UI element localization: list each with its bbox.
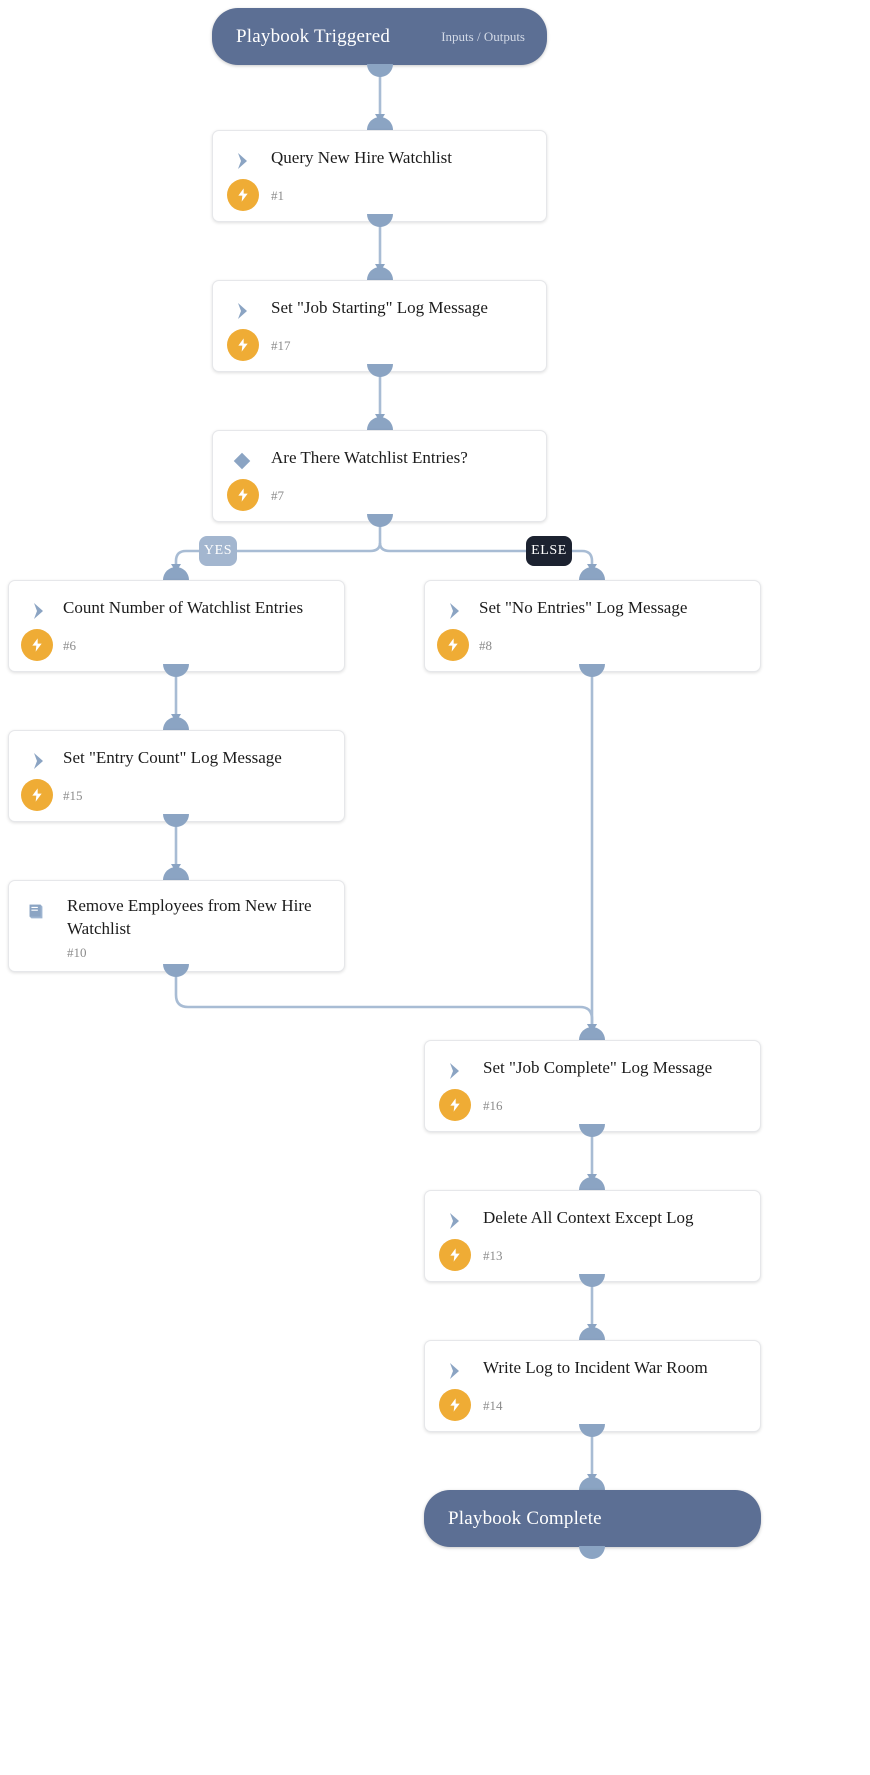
node-set-no-entries-log-message[interactable]: Set "No Entries" Log Message #8 [424,580,761,672]
branch-else-text: ELSE [531,543,567,558]
chevron-right-icon [443,1209,467,1233]
node-number: #6 [63,638,76,653]
node-title: Are There Watchlist Entries? [271,448,468,467]
node-title: Set "Job Complete" Log Message [483,1058,713,1077]
connector-nub [579,567,605,580]
connector-nub [579,1546,605,1559]
node-remove-employees-from-new-hire-watchlist[interactable]: Remove Employees from New Hire Watchlist… [8,880,345,972]
node-number: #13 [483,1248,503,1263]
connector-nub [163,567,189,580]
connector-nub [367,417,393,430]
node-number: #14 [483,1398,503,1413]
start-node-title: Playbook Triggered [236,25,391,47]
node-title: Remove Employees from New Hire Watchlist [67,896,312,938]
node-write-log-to-incident-war-room[interactable]: Write Log to Incident War Room #14 [424,1340,761,1432]
connector-nub [367,364,393,377]
node-title: Count Number of Watchlist Entries [63,598,304,617]
lightning-bolt-icon [439,1089,471,1121]
node-playbook-complete[interactable]: Playbook Complete [424,1490,761,1547]
chevron-right-icon [231,149,255,173]
node-title: Query New Hire Watchlist [271,148,453,167]
connector-nub [579,1477,605,1490]
connector-nub [367,267,393,280]
book-icon [25,901,49,925]
connector-nub [579,664,605,677]
branch-label-yes[interactable]: YES [199,536,237,566]
node-number: #8 [479,638,492,653]
chevron-right-icon [27,749,51,773]
connector-nub [367,214,393,227]
chevron-right-icon [443,1359,467,1383]
connector-nub [579,1327,605,1340]
connector-nub [579,1177,605,1190]
node-set-entry-count-log-message[interactable]: Set "Entry Count" Log Message #15 [8,730,345,822]
node-are-there-watchlist-entries[interactable]: Are There Watchlist Entries? #7 [212,430,547,522]
connector-nub [367,514,393,527]
node-title: Write Log to Incident War Room [483,1358,708,1377]
connector-nub [163,664,189,677]
lightning-bolt-icon [21,629,53,661]
branch-yes-text: YES [203,543,233,558]
connector-nub [579,1027,605,1040]
lightning-bolt-icon [227,329,259,361]
node-set-job-starting-log-message[interactable]: Set "Job Starting" Log Message #17 [212,280,547,372]
node-number: #10 [67,945,87,960]
connector-nub [579,1274,605,1287]
node-title: Set "Entry Count" Log Message [63,748,282,767]
lightning-bolt-icon [439,1389,471,1421]
end-node-title: Playbook Complete [448,1507,602,1529]
connector-nub [579,1124,605,1137]
connector-nub [367,117,393,130]
node-playbook-triggered[interactable]: Playbook Triggered Inputs / Outputs [212,8,547,65]
inputs-outputs-label: Inputs / Outputs [441,28,525,44]
chevron-right-icon [443,599,467,623]
node-title: Set "No Entries" Log Message [479,598,688,617]
node-title: Set "Job Starting" Log Message [271,298,488,317]
lightning-bolt-icon [439,1239,471,1271]
lightning-bolt-icon [437,629,469,661]
connector-nub [367,64,393,77]
node-delete-all-context-except-log[interactable]: Delete All Context Except Log #13 [424,1190,761,1282]
node-title: Delete All Context Except Log [483,1208,694,1227]
connector-nub [163,964,189,977]
node-number: #1 [271,188,284,203]
node-query-new-hire-watchlist[interactable]: Query New Hire Watchlist #1 [212,130,547,222]
node-number: #15 [63,788,83,803]
connector-nub [163,717,189,730]
node-set-job-complete-log-message[interactable]: Set "Job Complete" Log Message #16 [424,1040,761,1132]
chevron-right-icon [231,299,255,323]
connector-nub [579,1424,605,1437]
node-number: #7 [271,488,284,503]
chevron-right-icon [27,599,51,623]
lightning-bolt-icon [227,479,259,511]
lightning-bolt-icon [227,179,259,211]
connector-nub [163,867,189,880]
branch-label-else[interactable]: ELSE [526,536,572,566]
node-number: #17 [271,338,291,353]
diamond-icon [231,450,255,474]
node-number: #16 [483,1098,503,1113]
connector-nub [163,814,189,827]
chevron-right-icon [443,1059,467,1083]
node-count-number-of-watchlist-entries[interactable]: Count Number of Watchlist Entries #6 [8,580,345,672]
lightning-bolt-icon [21,779,53,811]
